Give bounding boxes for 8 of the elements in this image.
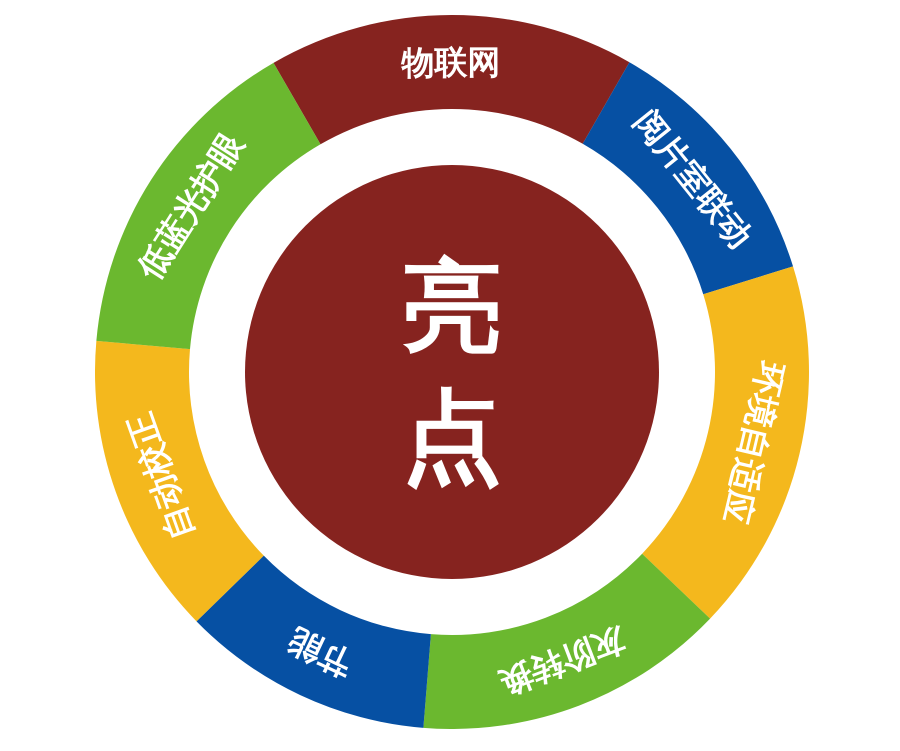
segment-label: 物联网 bbox=[402, 46, 501, 80]
segment-label: 低蓝光护眼 bbox=[132, 127, 250, 285]
segment-label: 阅片室联动 bbox=[628, 104, 758, 254]
segment-label: 节能 bbox=[283, 622, 358, 682]
segment-label: 环境自适应 bbox=[717, 358, 789, 528]
center-heading: 亮点 bbox=[401, 247, 503, 497]
segment-label: 灰阶转换 bbox=[494, 621, 630, 700]
segment-label: 自动校正 bbox=[122, 408, 200, 544]
